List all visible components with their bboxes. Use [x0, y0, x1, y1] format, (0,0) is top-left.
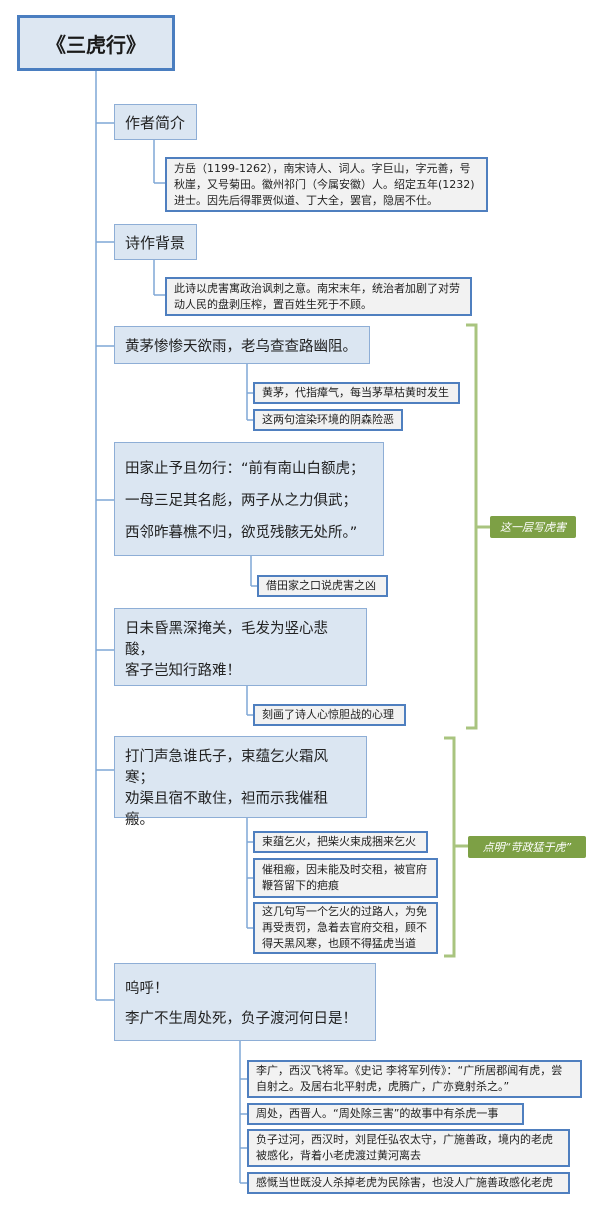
verse-line: 日未昏黑深掩关，毛发为竖心悲酸，	[125, 621, 328, 658]
note-v2-a: 借田家之口说虎害之凶	[257, 575, 388, 597]
verse-line: 客子岂知行路难！	[125, 663, 241, 679]
section-author: 作者简介	[114, 104, 197, 140]
note-background: 此诗以虎害寓政治讽刺之意。南宋末年，统治者加剧了对劳动人民的盘剥压榨，置百姓生死…	[165, 277, 472, 316]
diagram-title: 《三虎行》	[17, 15, 175, 71]
section-background: 诗作背景	[114, 224, 197, 260]
note-v1-a: 黄茅，代指瘴气，每当茅草枯黄时发生	[253, 382, 460, 404]
verse-line: 黄茅惨惨天欲雨，老乌查查路幽阻。	[125, 339, 357, 355]
note-v4-b: 催租瘢，因未能及时交租，被官府鞭笞留下的疤痕	[253, 858, 438, 898]
verse-2: 田家止予且勿行：“前有南山白额虎； 一母三足其名彪，两子从之力俱武； 西邻昨暮樵…	[114, 442, 384, 556]
note-v3-a: 刻画了诗人心惊胆战的心理	[253, 704, 406, 726]
verse-line: 劝渠且宿不敢住，袒而示我催租瘢。	[125, 791, 328, 828]
verse-line: 打门声急谁氏子，束蕴乞火霜风寒；	[125, 749, 328, 786]
verse-3: 日未昏黑深掩关，毛发为竖心悲酸， 客子岂知行路难！	[114, 608, 367, 686]
verse-line: 田家止予且勿行：“前有南山白额虎；	[125, 460, 365, 477]
note-v5-d: 感慨当世既没人杀掉老虎为民除害，也没人广施善政感化老虎	[247, 1172, 570, 1194]
note-v5-b: 周处，西晋人。“周处除三害”的故事中有杀虎一事	[247, 1103, 524, 1125]
verse-line: 一母三足其名彪，两子从之力俱武；	[125, 492, 357, 509]
note-v4-a: 束蕴乞火，把柴火束成捆来乞火	[253, 831, 428, 853]
verse-line: 李广不生周处死，负子渡河何日是！	[125, 1010, 357, 1027]
note-v5-c: 负子过河，西汉时，刘昆任弘农太守，广施善政，境内的老虎被感化，背着小老虎渡过黄河…	[247, 1129, 570, 1167]
verse-5: 呜呼！ 李广不生周处死，负子渡河何日是！	[114, 963, 376, 1041]
verse-1: 黄茅惨惨天欲雨，老乌查查路幽阻。	[114, 326, 370, 364]
verse-line: 西邻昨暮樵不归，欲觅残骸无处所。”	[125, 524, 358, 541]
tag-layer-2: 点明“苛政猛于虎”	[468, 836, 586, 858]
note-v4-c: 这几句写一个乞火的过路人，为免再受责罚，急着去官府交租，顾不得天黑风寒，也顾不得…	[253, 902, 438, 954]
note-v5-a: 李广，西汉飞将军。《史记 李将军列传》：“广所居郡闻有虎，尝自射之。及居右北平射…	[247, 1060, 582, 1098]
verse-line: 呜呼！	[125, 980, 169, 997]
tag-layer-1: 这一层写虎害	[490, 516, 576, 538]
verse-4: 打门声急谁氏子，束蕴乞火霜风寒； 劝渠且宿不敢住，袒而示我催租瘢。	[114, 736, 367, 828]
note-v1-b: 这两句渲染环境的阴森险恶	[253, 409, 403, 431]
note-author-bio: 方岳（1199-1262），南宋诗人、词人。字巨山，字元善，号秋崖，又号菊田。徽…	[165, 157, 488, 212]
